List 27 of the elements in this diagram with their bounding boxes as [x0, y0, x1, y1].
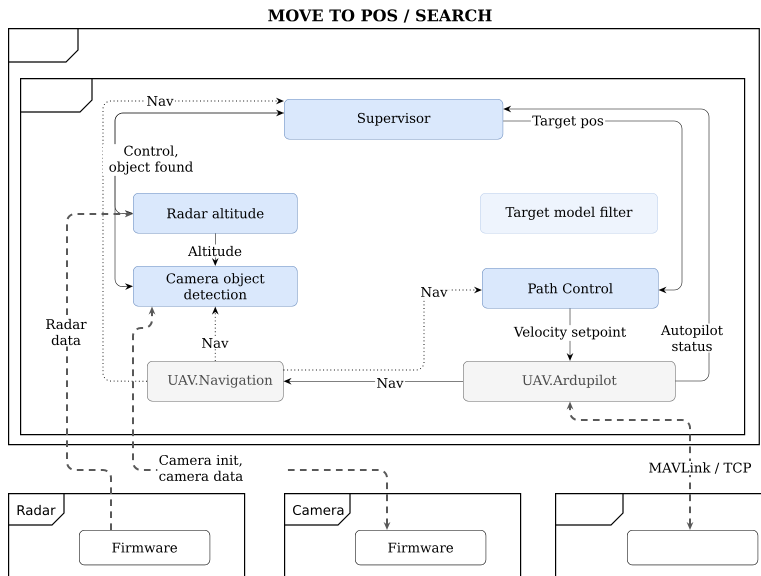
- process-box: Radar altitude: [133, 193, 298, 234]
- firmware-box: Firmware: [355, 530, 486, 566]
- process-box: UAV.Navigation: [147, 361, 284, 402]
- container-frame: [555, 493, 761, 576]
- process-box: Camera object detection: [133, 266, 298, 307]
- container-frame: [20, 78, 746, 436]
- process-box: Path Control: [482, 268, 659, 309]
- process-box: Supervisor: [284, 99, 504, 140]
- edge-label: Nav: [145, 94, 175, 108]
- title: MOVE TO POS / SEARCH: [268, 9, 492, 23]
- arrow: [114, 110, 284, 290]
- process-box: UAV.Ardupilot: [463, 361, 676, 402]
- edge-label: MAVLink / TCP: [647, 461, 753, 476]
- container-frame: [8, 28, 760, 446]
- edge-label: Radar data: [38, 318, 94, 346]
- edge-label: Camera init, camera data: [157, 454, 287, 482]
- edge-label: Nav: [200, 336, 230, 350]
- process-box: Target model filter: [480, 193, 658, 234]
- firmware-box: [627, 530, 758, 566]
- edge-label: Nav: [419, 286, 449, 298]
- edge-label: Target pos: [530, 114, 606, 130]
- edge-label: Control, object found: [103, 144, 199, 176]
- edge-label: Altitude: [186, 244, 244, 258]
- edge-label: Nav: [375, 376, 405, 390]
- edge-label: Velocity setpoint: [512, 325, 628, 341]
- firmware-box: Firmware: [79, 530, 210, 566]
- edge-label: Autopilot status: [657, 324, 727, 352]
